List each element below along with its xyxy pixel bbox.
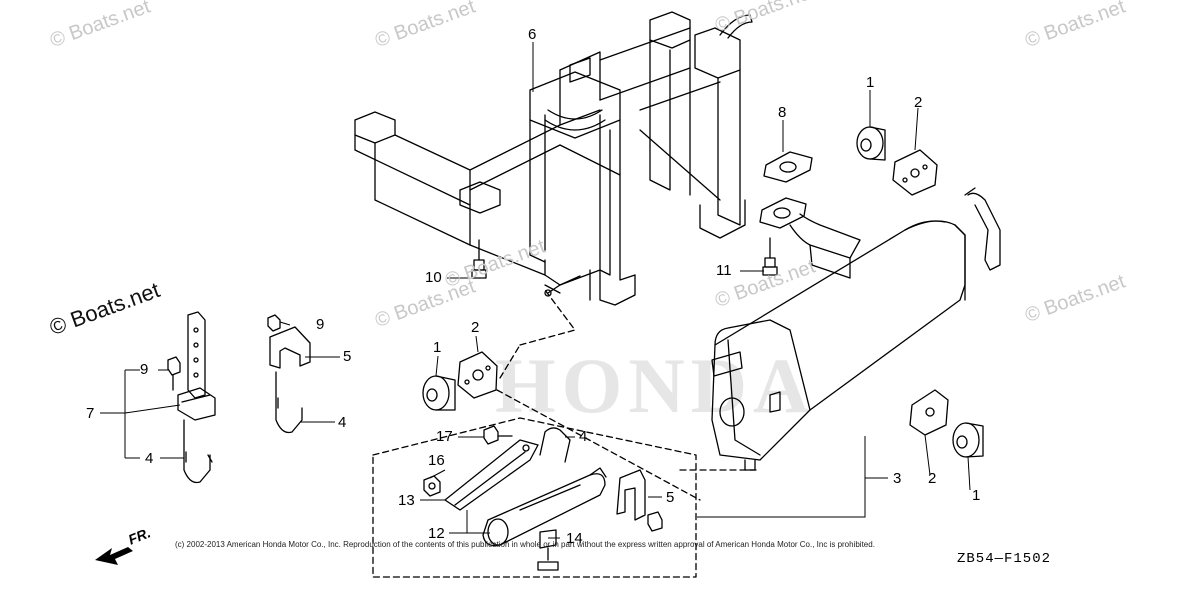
mount-rubber-1-top bbox=[856, 126, 886, 161]
callout-6: 6 bbox=[528, 26, 537, 43]
callout-14: 14 bbox=[566, 530, 583, 547]
u-bolt-4-lower bbox=[539, 427, 571, 463]
bolt-17 bbox=[483, 425, 513, 445]
callout-4: 4 bbox=[145, 450, 154, 467]
callout-9: 9 bbox=[140, 361, 149, 378]
callout-11: 11 bbox=[716, 262, 732, 279]
bracket-5-lower bbox=[616, 469, 663, 532]
callout-1: 1 bbox=[433, 339, 442, 356]
tail-pipe-12 bbox=[482, 467, 607, 547]
callout-13: 13 bbox=[398, 492, 415, 509]
bracket-2-left bbox=[457, 351, 498, 399]
front-direction-arrow bbox=[95, 547, 133, 565]
bracket-2-top bbox=[892, 149, 938, 196]
bolt-11 bbox=[762, 237, 778, 276]
mount-rubber-1-right bbox=[952, 422, 984, 458]
bracket-5-left bbox=[267, 314, 311, 434]
callout-2: 2 bbox=[471, 319, 480, 336]
callout-1: 1 bbox=[972, 487, 981, 504]
honda-background-mark: HONDA bbox=[495, 342, 815, 429]
bracket-2-right bbox=[909, 389, 949, 436]
callout-7: 7 bbox=[86, 405, 95, 422]
nut-16 bbox=[423, 475, 441, 497]
muffler-3 bbox=[711, 187, 1001, 471]
callout-1: 1 bbox=[866, 74, 875, 91]
stay-13 bbox=[444, 439, 539, 511]
callout-16: 16 bbox=[428, 452, 445, 469]
diagram-code: ZB54—F1502 bbox=[957, 551, 1052, 567]
callout-12: 12 bbox=[428, 525, 445, 542]
gasket-8 bbox=[763, 151, 813, 183]
callout-3: 3 bbox=[893, 470, 902, 487]
lower-group-box bbox=[372, 289, 761, 578]
callout-4: 4 bbox=[338, 414, 347, 431]
callout-5: 5 bbox=[343, 348, 352, 365]
clamp-14 bbox=[537, 529, 559, 571]
strap-assembly-7 bbox=[167, 311, 216, 484]
callout-4: 4 bbox=[579, 428, 588, 445]
frame-assembly bbox=[354, 11, 753, 306]
callout-5: 5 bbox=[666, 489, 675, 506]
callout-17: 17 bbox=[436, 428, 453, 445]
callout-10: 10 bbox=[425, 269, 442, 286]
callout-2: 2 bbox=[914, 94, 923, 111]
callout-8: 8 bbox=[778, 104, 787, 121]
callout-9: 9 bbox=[316, 316, 325, 333]
bolt-10 bbox=[471, 239, 487, 279]
copyright-notice: (c) 2002-2013 American Honda Motor Co., … bbox=[175, 540, 875, 549]
mount-rubber-1-left bbox=[422, 375, 456, 411]
callout-2: 2 bbox=[928, 470, 937, 487]
